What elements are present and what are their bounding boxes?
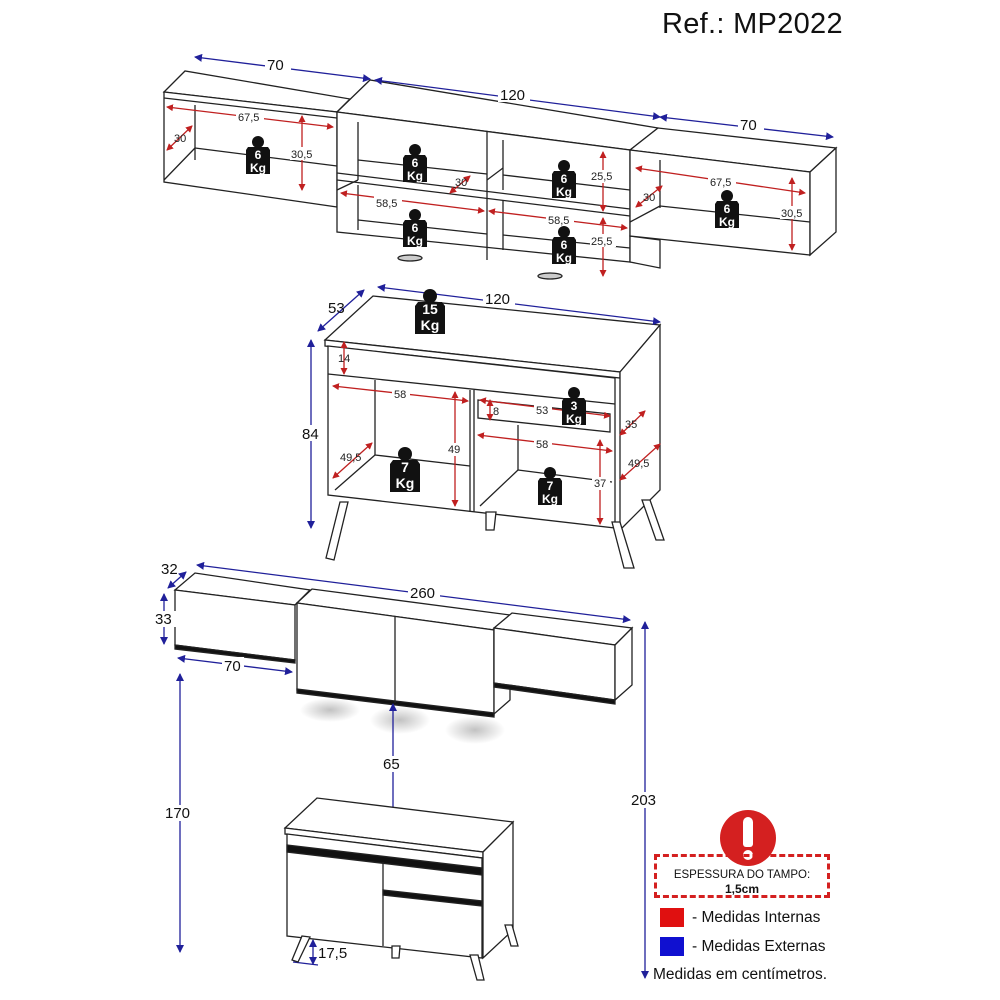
tabletop-thickness-note: ESPESSURA DO TAMPO: 1,5cm	[654, 854, 830, 898]
dim-center-left-inner-width: 58,5	[376, 198, 397, 210]
dim-center-lower-height: 25,5	[591, 236, 612, 248]
warning-title: ESPESSURA DO TAMPO:	[673, 869, 811, 881]
dim-left-compartment-depth: 49,5	[340, 452, 361, 464]
svg-text:6: 6	[724, 202, 731, 216]
svg-text:6: 6	[412, 221, 419, 235]
weight-tag-center-lower-left: 6 Kg	[403, 209, 427, 248]
balcao-closed-view	[283, 797, 519, 981]
dim-right-inner-width: 67,5	[710, 177, 731, 189]
legend-internal-label: - Medidas Internas	[692, 908, 821, 926]
svg-text:6: 6	[561, 172, 568, 186]
svg-text:3: 3	[571, 399, 578, 413]
svg-text:Kg: Kg	[556, 185, 572, 199]
dim-right-compartment-height: 37	[594, 478, 606, 490]
dim-gap-between: 65	[383, 756, 400, 773]
weight-tag-balcao-top: 15 Kg	[415, 289, 445, 334]
dim-floor-to-aereo-top: 203	[631, 792, 656, 809]
dim-floor-to-aereo-bottom: 170	[165, 805, 190, 822]
dim-left-inner-height: 30,5	[291, 149, 312, 161]
dim-right-inner-height: 30,5	[781, 208, 802, 220]
aereo-closed-view	[173, 572, 634, 718]
weight-tag-center-upper-left: 6 Kg	[403, 144, 427, 183]
dim-side-module-width: 70	[224, 658, 241, 675]
aereo-right-module	[628, 127, 838, 257]
svg-text:15: 15	[422, 301, 438, 317]
dim-right-depth: 30	[643, 192, 655, 204]
dim-drawer-width: 53	[536, 405, 548, 417]
dim-center-depth: 30	[455, 177, 467, 189]
dim-center-upper-height: 25,5	[591, 171, 612, 183]
warning-value: 1,5cm	[724, 882, 760, 896]
dim-right-compartment-width: 58	[536, 439, 548, 451]
dim-leg-height: 17,5	[318, 945, 347, 962]
units-note: Medidas em centímetros.	[653, 966, 828, 983]
dim-balcao-width: 120	[485, 291, 510, 308]
dim-total-width: 260	[410, 585, 435, 602]
dim-drawer-height: 8	[493, 406, 499, 418]
dim-aereo-center-width: 120	[500, 87, 525, 104]
dim-balcao-top-gap: 14	[338, 353, 350, 365]
weight-tag-left-compartment: 7 Kg	[390, 447, 420, 492]
balcao-open-view	[323, 295, 665, 569]
red-swatch-icon	[660, 908, 684, 927]
dim-aereo-right-width: 70	[740, 117, 757, 134]
legend-external-label: - Medidas Externas	[692, 937, 826, 955]
dim-left-inner-width: 67,5	[238, 112, 259, 124]
svg-text:Kg: Kg	[407, 234, 423, 248]
svg-text:Kg: Kg	[396, 475, 415, 491]
svg-text:Kg: Kg	[421, 317, 440, 333]
weight-tag-center-lower-right: 6 Kg	[552, 226, 576, 265]
svg-text:Kg: Kg	[407, 169, 423, 183]
reference-code: Ref.: MP2022	[662, 8, 843, 40]
weight-tag-right: 6 Kg	[715, 190, 739, 229]
dim-balcao-depth: 53	[328, 300, 345, 317]
svg-text:Kg: Kg	[566, 412, 582, 426]
svg-text:Kg: Kg	[542, 492, 558, 506]
dim-balcao-height: 84	[302, 426, 319, 443]
svg-text:6: 6	[412, 156, 419, 170]
dim-left-depth: 30	[174, 133, 186, 145]
dim-left-compartment-width: 58	[394, 389, 406, 401]
dim-left-compartment-height: 49	[448, 444, 460, 456]
legend-internal: - Medidas Internas	[660, 908, 820, 927]
dim-center-right-inner-width: 58,5	[548, 215, 569, 227]
weight-tag-drawer: 3 Kg	[562, 387, 586, 426]
weight-tag-center-upper-right: 6 Kg	[552, 160, 576, 199]
svg-text:6: 6	[255, 148, 262, 162]
svg-text:6: 6	[561, 238, 568, 252]
dim-aereo-height: 33	[155, 611, 172, 628]
dim-aereo-left-width: 70	[267, 57, 284, 74]
svg-text:Kg: Kg	[250, 161, 266, 175]
svg-text:7: 7	[401, 459, 409, 475]
weight-tag-right-compartment: 7 Kg	[538, 467, 562, 506]
dim-drawer-depth: 35	[625, 419, 637, 431]
legend-external: - Medidas Externas	[660, 937, 826, 956]
dim-right-compartment-depth: 49,5	[628, 458, 649, 470]
dim-aereo-depth: 32	[161, 561, 178, 578]
blue-swatch-icon	[660, 937, 684, 956]
weight-tag-left: 6 Kg	[246, 136, 270, 175]
svg-text:Kg: Kg	[556, 251, 572, 265]
svg-text:7: 7	[547, 479, 554, 493]
svg-text:Kg: Kg	[719, 215, 735, 229]
